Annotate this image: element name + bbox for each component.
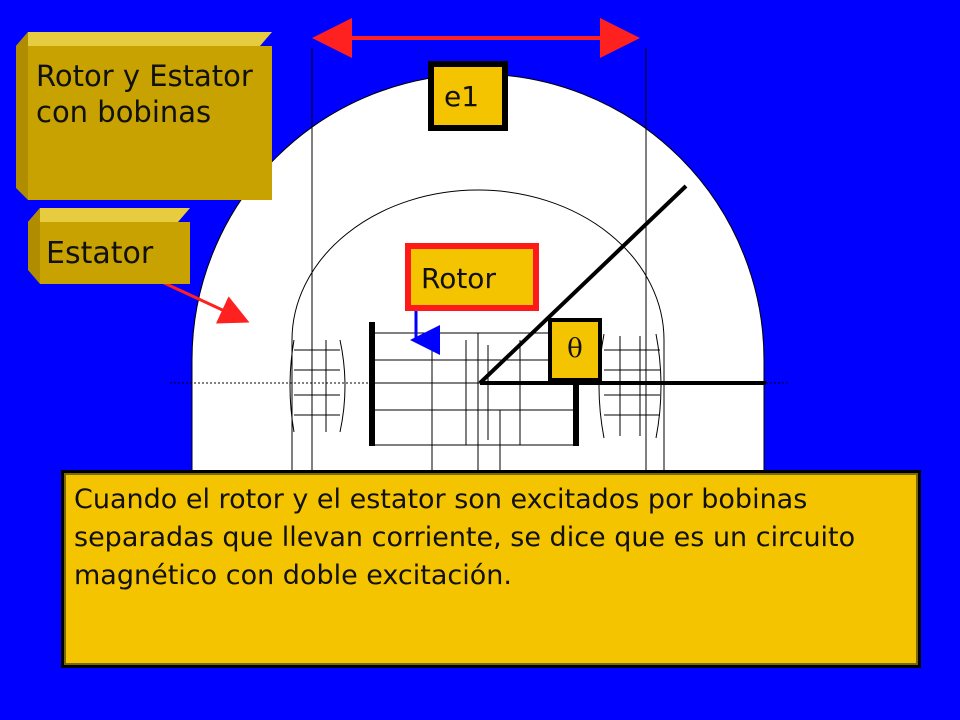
left-coil — [289, 339, 346, 433]
estator-pointer-arrow — [161, 280, 250, 324]
caption-text: Cuando el rotor y el estator son excitad… — [74, 484, 856, 591]
estator-bevel-box — [28, 208, 190, 284]
caption-box: Cuando el rotor y el estator son excitad… — [61, 470, 921, 668]
right-coil — [598, 333, 662, 439]
label-e1: e1 — [428, 61, 508, 131]
rotor-estator-bevel-box — [16, 32, 272, 200]
label-theta: θ — [548, 318, 602, 382]
label-rotor-estator-con-bobinas: Rotor y Estator con bobinas — [36, 59, 253, 129]
label-rotor: Rotor — [405, 243, 539, 311]
angle-line-diagonal — [478, 184, 688, 385]
label-estator: Estator — [46, 236, 154, 271]
